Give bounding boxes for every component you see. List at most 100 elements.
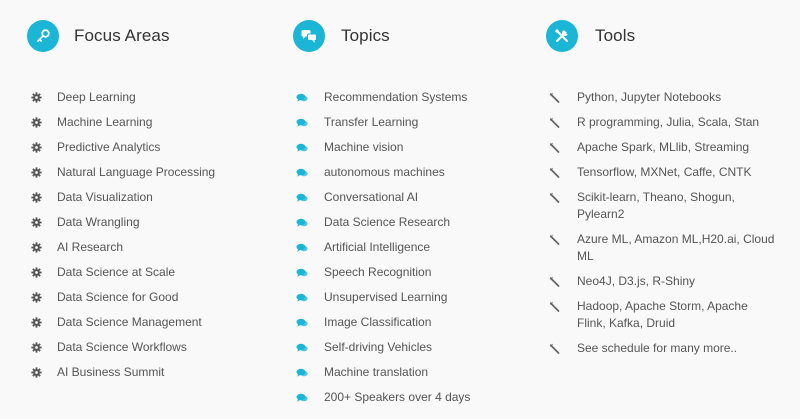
key-icon [27,20,59,52]
chat-icon [295,139,309,156]
list-item-label: autonomous machines [324,165,445,179]
list-item-label: Transfer Learning [324,115,419,129]
chat-icon [295,89,309,106]
list-item: Unsupervised Learning [293,289,533,306]
gear-icon [29,264,43,281]
list-item: Data Science Research [293,214,533,231]
list-item: 200+ Speakers over 4 days [293,389,533,406]
list-item: Scikit-learn, Theano, Shogun, Pylearn2 [546,189,796,223]
list-item-label: Natural Language Processing [57,165,216,179]
chat-icon [295,239,309,256]
wrench-icon [548,298,562,315]
list-item: Python, Jupyter Notebooks [546,89,796,106]
list-item: Data Science Management [27,314,277,331]
list-item-label: Azure ML, Amazon ML,H20.ai, Cloud ML [577,232,775,263]
wrench-icon [548,189,562,206]
gear-icon [29,339,43,356]
list-item-label: Neo4J, D3.js, R-Shiny [577,274,696,288]
list-item: Deep Learning [27,89,277,106]
gear-icon [29,239,43,256]
list-item: R programming, Julia, Scala, Stan [546,114,796,131]
list-item-label: Recommendation Systems [324,90,468,104]
list-item: Data Science Workflows [27,339,277,356]
list-item: Conversational AI [293,189,533,206]
list-item: Machine vision [293,139,533,156]
list-item-label: Machine Learning [57,115,153,129]
wrench-icon [548,231,562,248]
list-item: Apache Spark, MLlib, Streaming [546,139,796,156]
gear-icon [29,364,43,381]
wrench-icon [548,89,562,106]
topics-title: Topics [341,26,390,45]
list-item: Data Science for Good [27,289,277,306]
list-item-label: Data Science Management [57,315,202,329]
list-item-label: Data Science for Good [57,290,179,304]
chat-icon [295,114,309,131]
list-item-label: Conversational AI [324,190,419,204]
focus-areas-header: Focus Areas [27,20,170,52]
tools-list: Python, Jupyter Notebooks R programming, … [546,89,796,365]
list-item: autonomous machines [293,164,533,181]
gear-icon [29,214,43,231]
list-item-label: AI Research [57,240,124,254]
list-item-label: Data Science Workflows [57,340,187,354]
wrench-icon [548,273,562,290]
list-item-label: Python, Jupyter Notebooks [577,90,722,104]
list-item: AI Research [27,239,277,256]
list-item-label: See schedule for many more.. [577,341,738,355]
list-item: AI Business Summit [27,364,277,381]
list-item: Data Science at Scale [27,264,277,281]
gear-icon [29,89,43,106]
list-item: Machine Learning [27,114,277,131]
list-item-label: 200+ Speakers over 4 days [324,390,471,404]
tools-title: Tools [595,26,636,45]
chat-bubbles-icon [293,20,325,52]
list-item: Speech Recognition [293,264,533,281]
list-item: Predictive Analytics [27,139,277,156]
list-item: Natural Language Processing [27,164,277,181]
gear-icon [29,189,43,206]
chat-icon [295,364,309,381]
list-item: Recommendation Systems [293,89,533,106]
list-item-label: Data Science at Scale [57,265,176,279]
list-item: Neo4J, D3.js, R-Shiny [546,273,796,290]
tools-header: Tools [546,20,635,52]
chat-icon [295,339,309,356]
list-item-label: Self-driving Vehicles [324,340,433,354]
list-item-label: Image Classification [324,315,432,329]
list-item-label: Data Science Research [324,215,451,229]
chat-icon [295,164,309,181]
topics-header: Topics [293,20,390,52]
list-item-label: Scikit-learn, Theano, Shogun, Pylearn2 [577,190,735,221]
list-item-label: Predictive Analytics [57,140,161,154]
wrench-icon [548,340,562,357]
list-item: Transfer Learning [293,114,533,131]
chat-icon [295,189,309,206]
list-item: Data Visualization [27,189,277,206]
list-item: Tensorflow, MXNet, Caffe, CNTK [546,164,796,181]
focus-areas-title: Focus Areas [74,26,170,45]
list-item-label: Data Wrangling [57,215,140,229]
list-item: Image Classification [293,314,533,331]
list-item-label: Apache Spark, MLlib, Streaming [577,140,750,154]
tools-icon [546,20,578,52]
list-item-label: R programming, Julia, Scala, Stan [577,115,760,129]
list-item: Hadoop, Apache Storm, Apache Flink, Kafk… [546,298,796,332]
chat-icon [295,214,309,231]
wrench-icon [548,139,562,156]
list-item: Machine translation [293,364,533,381]
list-item: Azure ML, Amazon ML,H20.ai, Cloud ML [546,231,796,265]
gear-icon [29,114,43,131]
tools-column: Tools Python, Jupyter Notebooks R program… [546,0,796,419]
wrench-icon [548,114,562,131]
chat-icon [295,389,309,406]
list-item-label: Data Visualization [57,190,153,204]
list-item: See schedule for many more.. [546,340,796,357]
wrench-icon [548,164,562,181]
list-item: Artificial Intelligence [293,239,533,256]
gear-icon [29,164,43,181]
